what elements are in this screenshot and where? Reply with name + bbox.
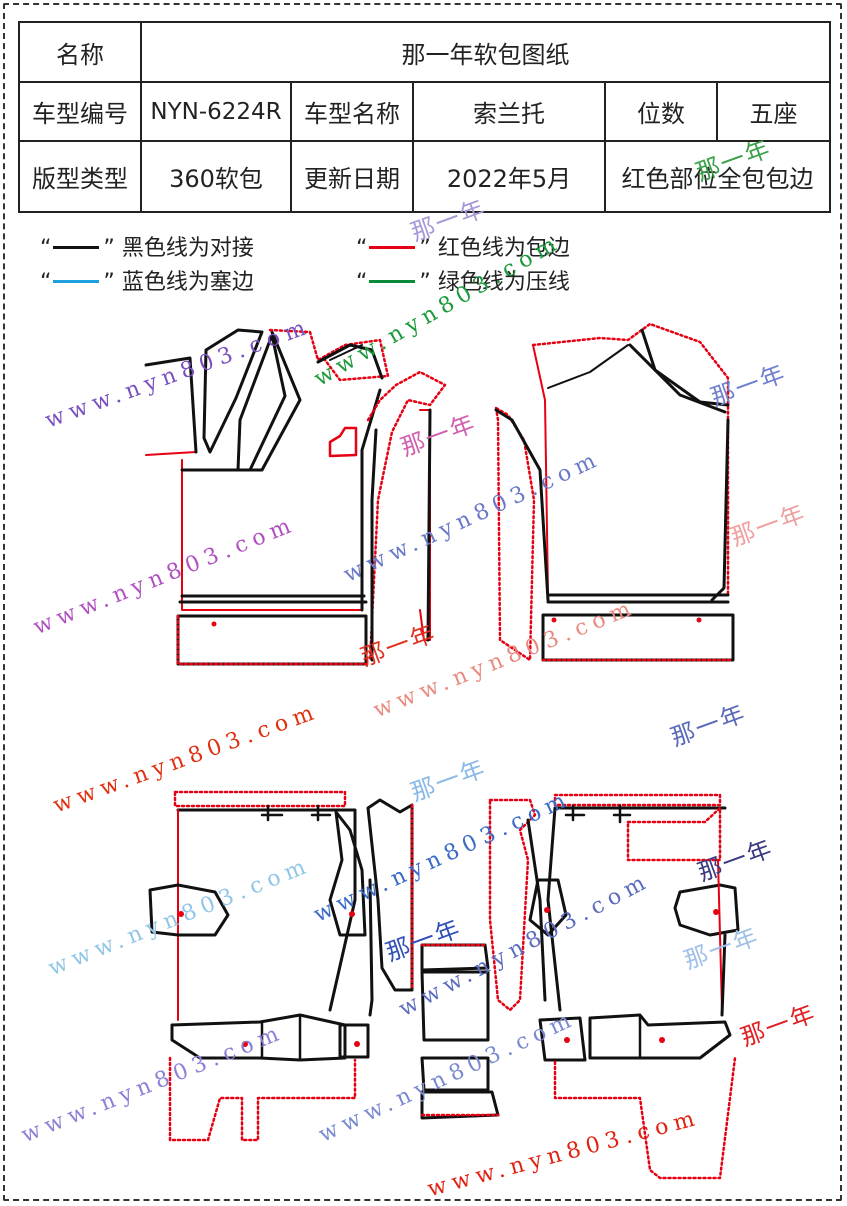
type-label: 版型类型: [18, 140, 142, 213]
center-strips: [420, 943, 500, 1120]
legend-red-swatch: [369, 245, 416, 249]
legend-green-swatch: [369, 279, 416, 283]
spec-table: 名称 那一年软包图纸 车型编号 NYN-6224R 车型名称 索兰托 位数 五座…: [18, 21, 831, 213]
legend-blue-swatch: [53, 279, 100, 283]
update-value: 2022年5月: [412, 140, 606, 213]
type-value: 360软包: [140, 140, 292, 213]
update-label: 更新日期: [290, 140, 414, 213]
drawing-name: 那一年软包图纸: [140, 21, 831, 83]
legend-blue: “” 蓝色线为塞边: [40, 270, 254, 295]
legend-green: “” 绿色线为压线: [356, 270, 570, 295]
legend-black: “” 黑色线为对接: [40, 236, 254, 261]
page-border: [3, 3, 842, 1201]
model-code-label: 车型编号: [18, 81, 142, 142]
name-label: 名称: [18, 21, 142, 83]
top-right-pattern: [494, 322, 735, 662]
model-code: NYN-6224R: [140, 81, 292, 142]
seats-label: 位数: [604, 81, 718, 142]
note-value: 红色部位全包包边: [604, 140, 831, 213]
bottom-left-pattern: [148, 790, 414, 1142]
seats-value: 五座: [716, 81, 831, 142]
model-name: 索兰托: [412, 81, 606, 142]
top-left-pattern: [144, 328, 447, 666]
legend-red: “” 红色线为包边: [356, 236, 570, 261]
model-name-label: 车型名称: [290, 81, 414, 142]
legend-black-swatch: [53, 245, 100, 249]
bottom-right-pattern: [488, 793, 740, 1180]
